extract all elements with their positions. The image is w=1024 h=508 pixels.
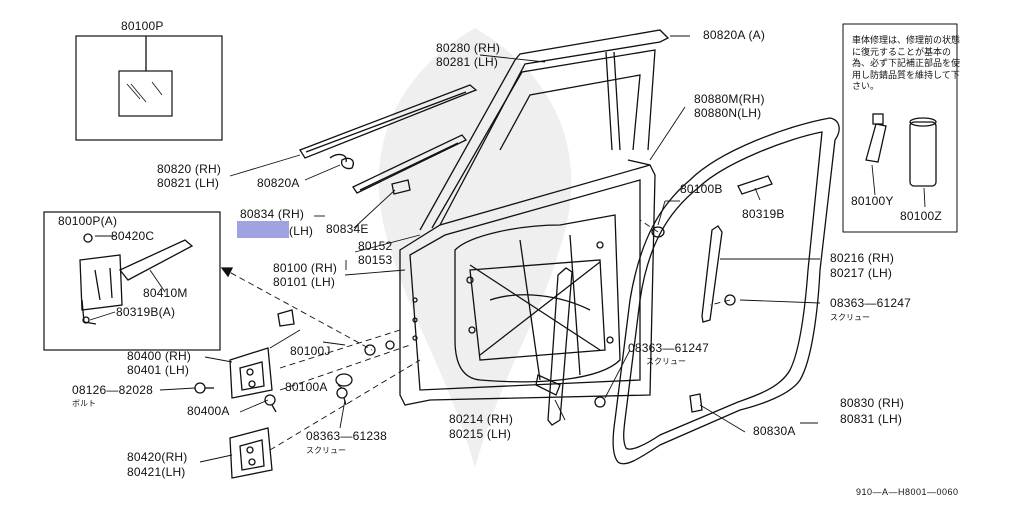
label-80834-lh[interactable]: (LH)	[289, 224, 314, 238]
label-80880M[interactable]: 80880M(RH)	[694, 92, 765, 106]
label-80100Y[interactable]: 80100Y	[851, 194, 894, 208]
label-80100P[interactable]: 80100P	[121, 19, 164, 33]
label-80400[interactable]: 80400 (RH)	[127, 349, 192, 363]
screw-caption-low: スクリュー	[306, 446, 346, 455]
label-80831[interactable]: 80831 (LH)	[840, 412, 903, 426]
label-80281[interactable]: 80281 (LH)	[436, 55, 499, 69]
label-08363-61247-mid[interactable]: 08363—61247	[628, 341, 709, 355]
label-80820[interactable]: 80820 (RH)	[157, 162, 222, 176]
label-80834[interactable]: 80834 (RH)	[240, 207, 305, 221]
repair-notice-text: 車体修理は、修理前の状態に復元することが基本の為、必ず下記補正部品を使用し防錆品…	[852, 36, 961, 92]
label-80880N[interactable]: 80880N(LH)	[694, 106, 762, 120]
label-80401[interactable]: 80401 (LH)	[127, 363, 190, 377]
label-08363-61247-right[interactable]: 08363—61247	[830, 296, 911, 310]
label-80215[interactable]: 80215 (LH)	[449, 427, 512, 441]
label-80410M[interactable]: 80410M	[143, 286, 188, 300]
label-80152[interactable]: 80152	[358, 239, 393, 253]
label-80100A[interactable]: 80100A	[285, 380, 328, 394]
label-80100Z[interactable]: 80100Z	[900, 209, 942, 223]
label-80280[interactable]: 80280 (RH)	[436, 41, 501, 55]
label-08363-61238[interactable]: 08363—61238	[306, 429, 387, 443]
label-80101[interactable]: 80101 (LH)	[273, 275, 336, 289]
label-80319B-A[interactable]: 80319B(A)	[116, 305, 176, 319]
watermark-crest-icon	[378, 28, 572, 468]
label-80100J[interactable]: 80100J	[290, 344, 331, 358]
label-80830[interactable]: 80830 (RH)	[840, 396, 905, 410]
bolt-caption: ボルト	[72, 399, 96, 408]
label-80100[interactable]: 80100 (RH)	[273, 261, 338, 275]
label-80214[interactable]: 80214 (RH)	[449, 412, 514, 426]
label-80100P-A[interactable]: 80100P(A)	[58, 214, 118, 228]
label-80420[interactable]: 80420(RH)	[127, 450, 188, 464]
diagram-code: 910—A—H8001—0060	[856, 487, 959, 497]
highlight-marker	[237, 221, 289, 238]
label-80217[interactable]: 80217 (LH)	[830, 266, 893, 280]
label-80821[interactable]: 80821 (LH)	[157, 176, 220, 190]
label-80319B[interactable]: 80319B	[742, 207, 785, 221]
label-80100B[interactable]: 80100B	[680, 182, 723, 196]
label-80400A[interactable]: 80400A	[187, 404, 230, 418]
label-80830A[interactable]: 80830A	[753, 424, 796, 438]
label-80834E[interactable]: 80834E	[326, 222, 369, 236]
label-08126-82028[interactable]: 08126—82028	[72, 383, 153, 397]
label-80153[interactable]: 80153	[358, 253, 393, 267]
screw-caption-right: スクリュー	[830, 313, 870, 322]
label-80421[interactable]: 80421(LH)	[127, 465, 186, 479]
label-80820A-A[interactable]: 80820A (A)	[703, 28, 766, 42]
label-80420C[interactable]: 80420C	[111, 229, 155, 243]
label-80216[interactable]: 80216 (RH)	[830, 251, 895, 265]
screw-caption-mid: スクリュー	[646, 357, 686, 366]
label-80820A[interactable]: 80820A	[257, 176, 300, 190]
